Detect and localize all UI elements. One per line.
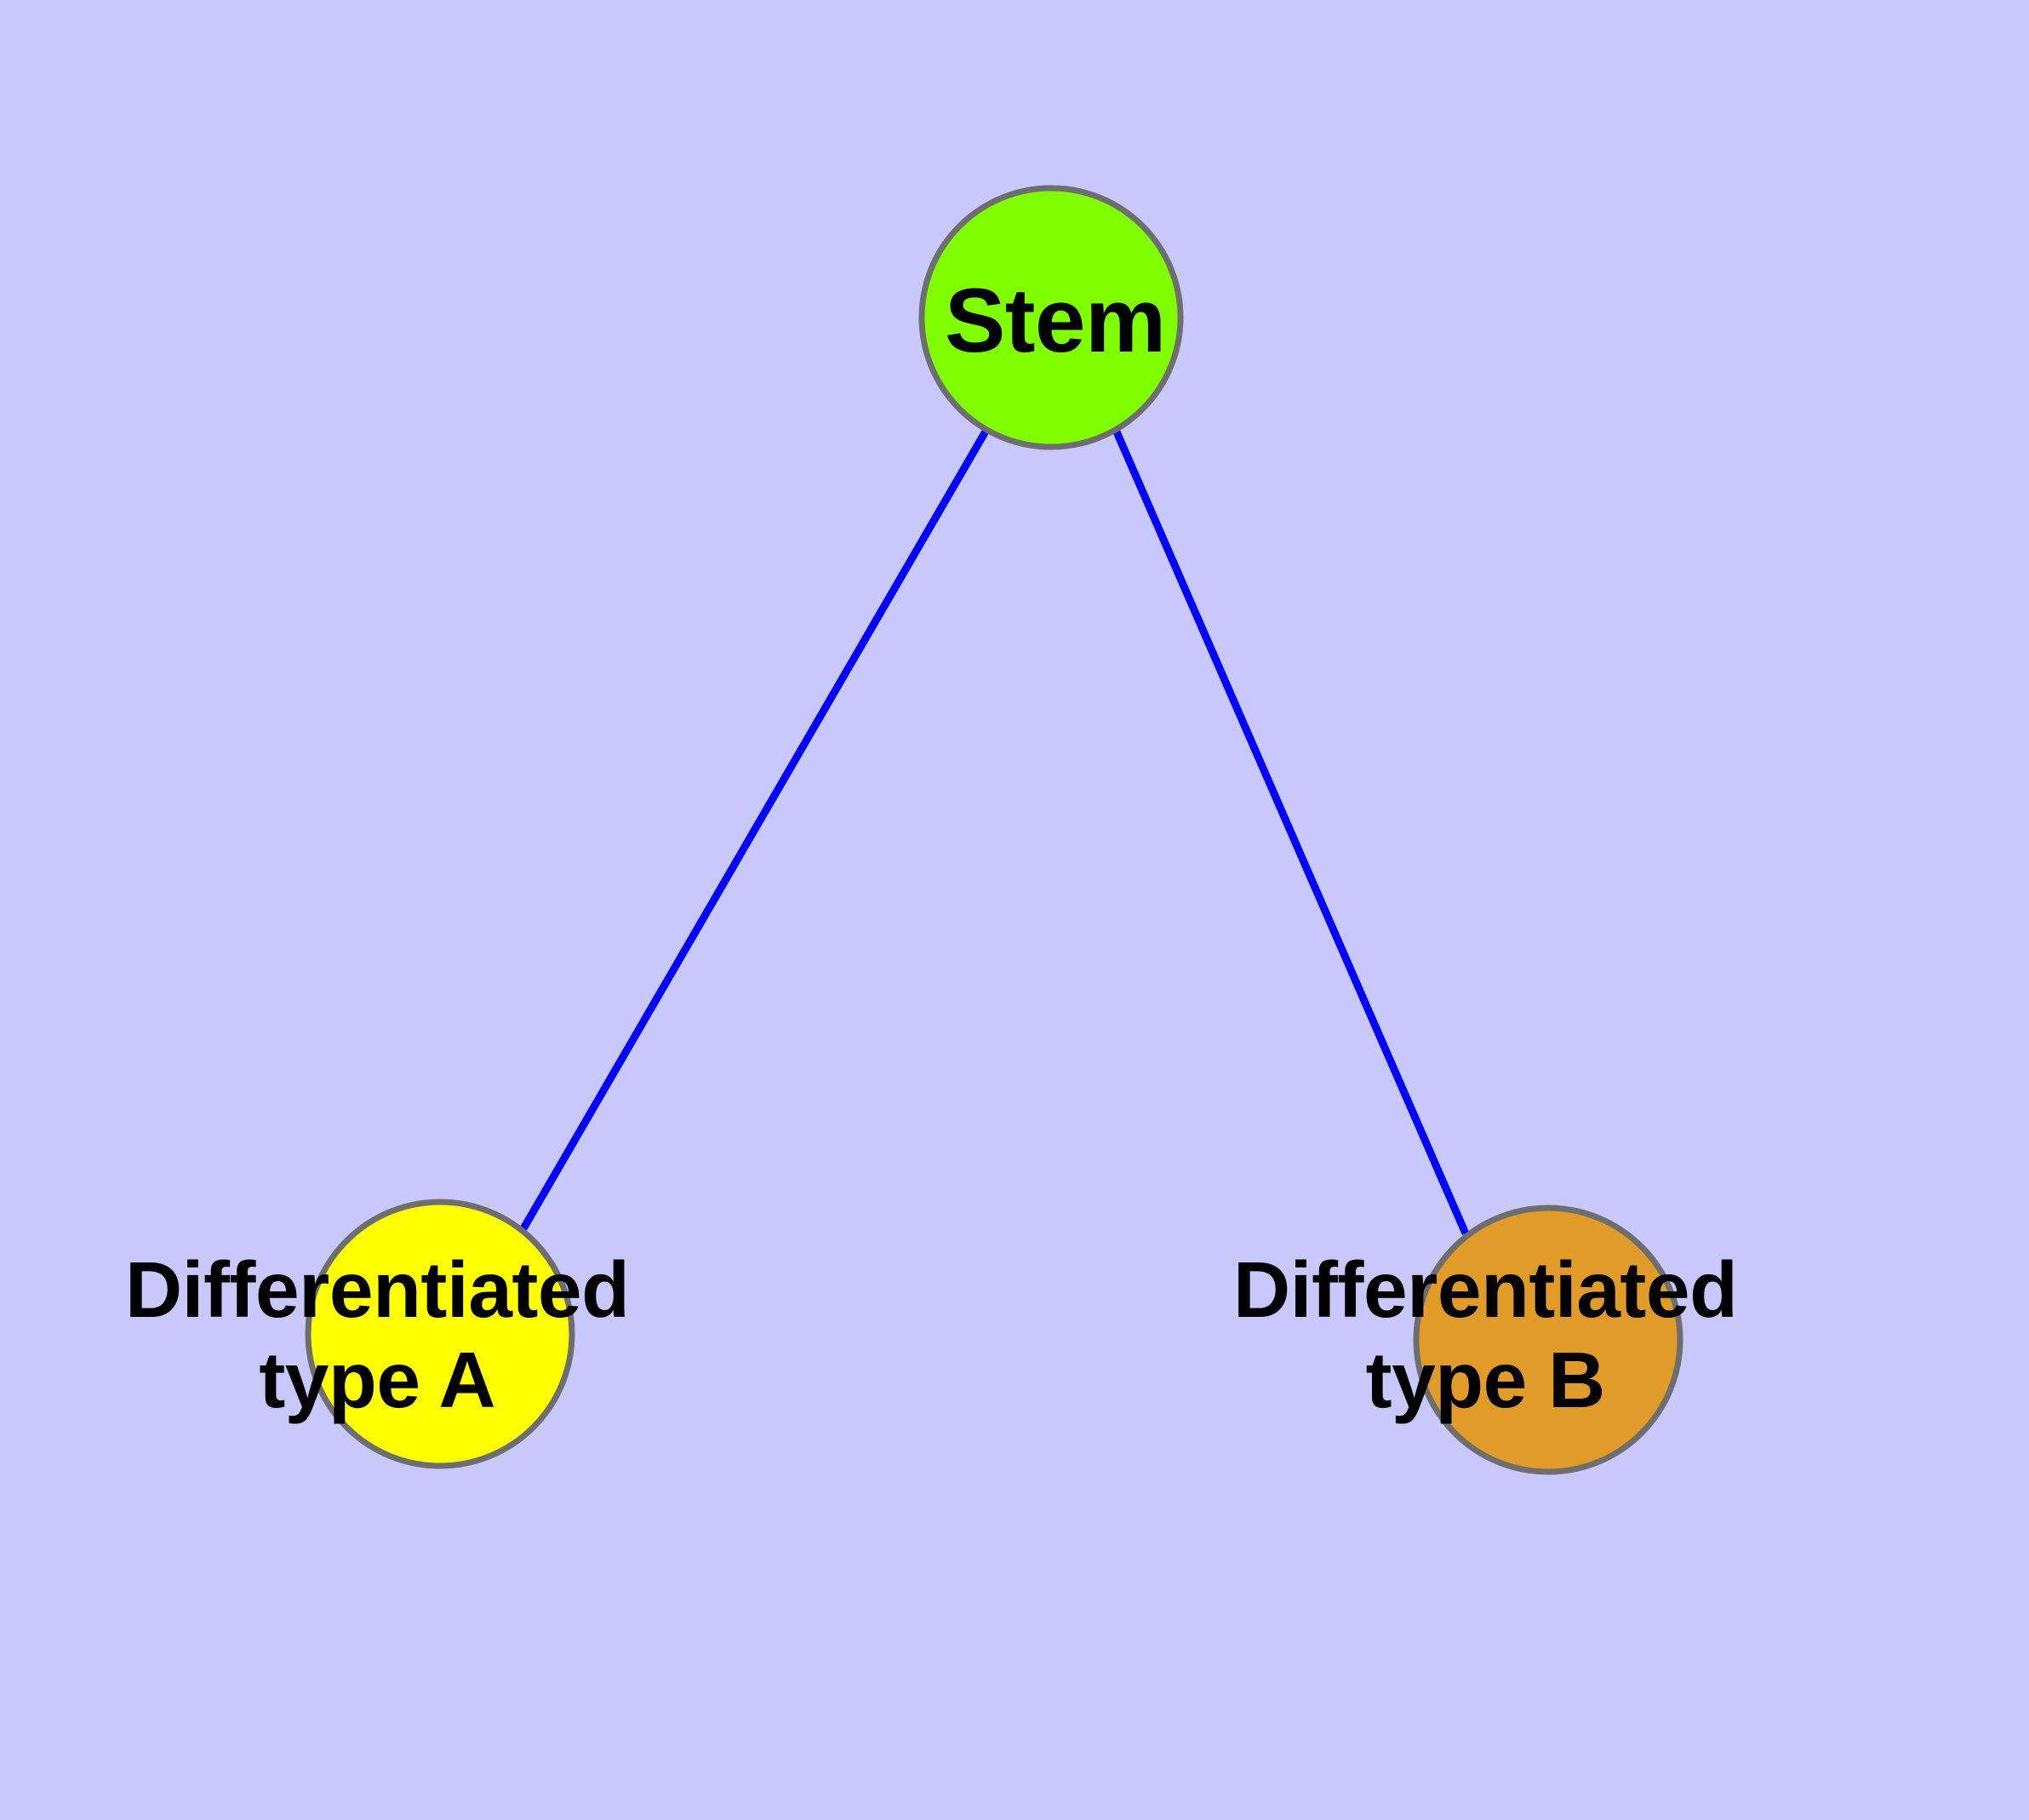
edges-group [519,427,1470,1235]
graph-node-diff_b[interactable] [1413,1205,1683,1475]
graph-edge-stem-to-diff-a[interactable] [519,427,990,1233]
graph-node-stem[interactable] [918,185,1184,450]
graph-node-diff_a[interactable] [305,1199,575,1469]
nodes-group [305,185,1683,1475]
graph-edge-stem-to-diff-b[interactable] [1112,428,1470,1235]
